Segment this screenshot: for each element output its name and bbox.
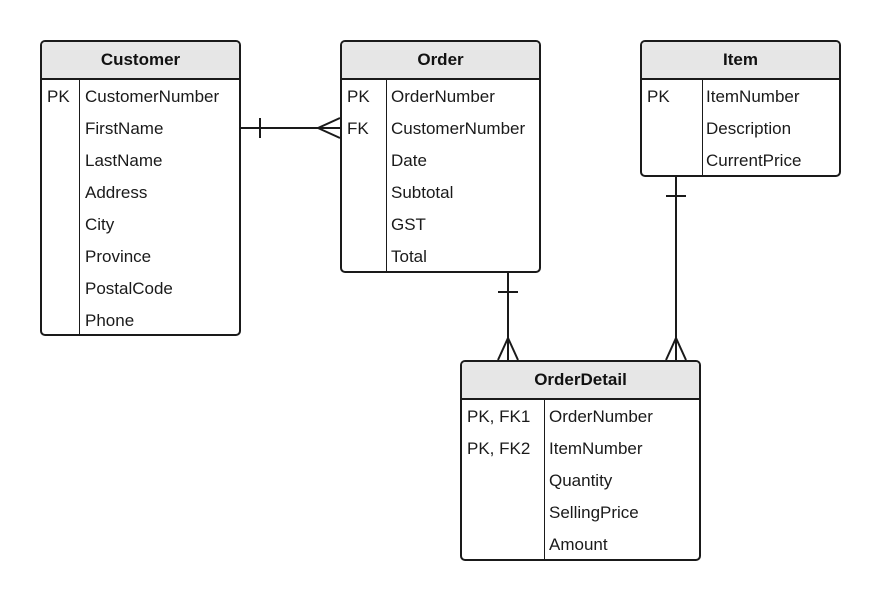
attribute-row: PostalCode (42, 274, 239, 306)
relationship-order-orderdetail (497, 272, 519, 361)
key-label: PK (47, 87, 70, 106)
relationship-item-orderdetail (665, 176, 687, 361)
attribute-row: FirstName (42, 114, 239, 146)
crows-foot-right (675, 337, 687, 361)
attribute-label: CurrentPrice (706, 151, 802, 170)
attribute-row: CurrentPrice (642, 146, 839, 175)
attribute-label: SellingPrice (549, 503, 639, 522)
attribute-label: PostalCode (85, 279, 173, 298)
attribute-label: Total (391, 247, 427, 266)
crows-foot-lower (317, 127, 341, 139)
entity-item[interactable]: Item PK ItemNumber Description CurrentPri… (640, 40, 841, 177)
entity-title: Order (342, 42, 539, 80)
key-label: PK, FK2 (467, 439, 531, 458)
attribute-row: Phone (42, 306, 239, 334)
attribute-row: Subtotal (342, 178, 539, 210)
attribute-label: ItemNumber (549, 439, 643, 458)
entity-orderdetail[interactable]: OrderDetail PK, FK1 OrderNumber PK, FK2 It… (460, 360, 701, 561)
attribute-label: ItemNumber (706, 87, 800, 106)
attribute-label: CustomerNumber (85, 87, 220, 106)
attribute-row: Date (342, 146, 539, 178)
attribute-label: CustomerNumber (391, 119, 526, 138)
key-label: PK (347, 87, 370, 106)
attribute-label: OrderNumber (391, 87, 495, 106)
attribute-row: PK OrderNumber (342, 82, 539, 114)
attribute-label: GST (391, 215, 426, 234)
attribute-label: Subtotal (391, 183, 454, 202)
attribute-label: Province (85, 247, 152, 266)
attribute-row: Province (42, 242, 239, 274)
entity-title: OrderDetail (462, 362, 699, 400)
entity-order[interactable]: Order PK OrderNumber FK CustomerNumber Dat… (340, 40, 541, 273)
attribute-label: LastName (85, 151, 163, 170)
attribute-label: FirstName (85, 119, 164, 138)
attribute-row: Amount (462, 530, 699, 559)
attribute-row: Quantity (462, 466, 699, 498)
attribute-row: LastName (42, 146, 239, 178)
relationship-customer-order (240, 117, 341, 139)
entity-title: Item (642, 42, 839, 80)
attribute-label: OrderNumber (549, 407, 653, 426)
attribute-row: City (42, 210, 239, 242)
attribute-row: PK ItemNumber (642, 82, 839, 114)
entity-title: Customer (42, 42, 239, 80)
attribute-label: Phone (85, 311, 135, 330)
attribute-row: PK, FK1 OrderNumber (462, 402, 699, 434)
crows-foot-upper (317, 117, 341, 129)
attribute-label: Quantity (549, 471, 613, 490)
attribute-row: PK, FK2 ItemNumber (462, 434, 699, 466)
attribute-row: SellingPrice (462, 498, 699, 530)
attribute-label: Date (391, 151, 427, 170)
attribute-row: Description (642, 114, 839, 146)
attribute-row: FK CustomerNumber (342, 114, 539, 146)
attribute-label: Description (706, 119, 792, 138)
key-label: PK (647, 87, 670, 106)
attribute-row: Address (42, 178, 239, 210)
attribute-label: Amount (549, 535, 608, 554)
attribute-label: Address (85, 183, 148, 202)
crows-foot-left (497, 337, 509, 361)
attribute-row: Total (342, 242, 539, 271)
attribute-row: PK CustomerNumber (42, 82, 239, 114)
key-label: PK, FK1 (467, 407, 531, 426)
attribute-row: GST (342, 210, 539, 242)
attribute-label: City (85, 215, 115, 234)
entity-customer[interactable]: Customer PK CustomerNumber FirstName Last… (40, 40, 241, 336)
crows-foot-right (507, 337, 519, 361)
key-label: FK (347, 119, 369, 138)
crows-foot-left (665, 337, 677, 361)
